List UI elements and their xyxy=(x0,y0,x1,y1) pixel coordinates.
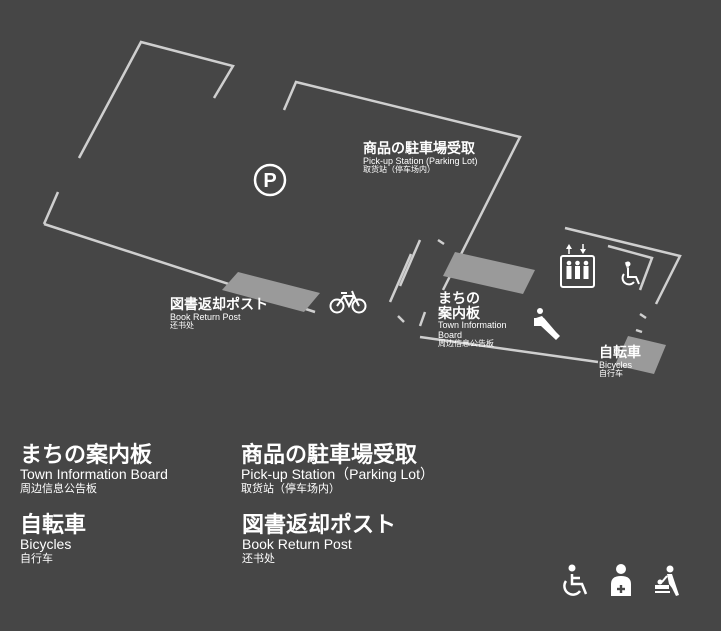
baby-changing-icon xyxy=(655,565,679,596)
nursing-room-icon xyxy=(611,564,631,596)
book-return-label-zh: 还书处 xyxy=(170,321,194,331)
svg-text:P: P xyxy=(263,170,276,192)
legend-pickup-ja: 商品の駐車場受取 xyxy=(241,443,418,468)
legend-town-board-ja: まちの案内板 xyxy=(20,443,153,468)
wheelchair-icon xyxy=(621,261,640,286)
legend-town-board-zh: 周边信息公告板 xyxy=(20,481,97,495)
book-return-label-en: Book Return Post xyxy=(170,311,241,322)
pickup-label: 商品の駐車場受取 Pick-up Station (Parking Lot) 取… xyxy=(363,142,478,175)
wall-upper-left xyxy=(77,40,235,159)
legend-bicycles-zh: 自行车 xyxy=(20,551,53,565)
wall-corridor-south xyxy=(388,253,413,303)
elevator-icon xyxy=(560,244,595,288)
wall-right-inner xyxy=(607,244,654,291)
wall-parking-north xyxy=(282,80,522,291)
wall-right-building xyxy=(564,226,682,305)
wheelchair-icon xyxy=(563,564,588,596)
town-board-label-ja1: まちの xyxy=(438,291,480,307)
pickup-label-zh: 取货站（停车场内） xyxy=(363,165,435,175)
legend-bicycles: 自転車 Bicycles 自行车 xyxy=(20,514,86,564)
bicycles-label-ja: 自転車 xyxy=(599,345,641,361)
town-board-label: まちの 案内板 Town Information Board 周边信息公告板 xyxy=(438,292,507,349)
book-return-zone xyxy=(222,272,320,312)
wall-corridor-mid xyxy=(418,311,427,327)
legend-book-return-ja: 図書返却ポスト xyxy=(242,513,397,538)
wall-right-lower xyxy=(419,335,599,364)
bicycles-label-en: Bicycles xyxy=(599,359,633,370)
town-board-label-en1: Town Information xyxy=(438,320,507,331)
bicycles-label-zh: 自行车 xyxy=(599,369,623,379)
pickup-label-en: Pick-up Station (Parking Lot) xyxy=(363,155,478,166)
legend-book-return-zh: 还书处 xyxy=(242,551,275,565)
legend-book-return: 図書返却ポスト Book Return Post 还书处 xyxy=(242,514,396,564)
legend-bicycles-en: Bicycles xyxy=(20,536,72,553)
escalator-icon xyxy=(534,308,560,340)
legend-book-return-en: Book Return Post xyxy=(242,536,352,553)
legend-town-board-en: Town Information Board xyxy=(20,466,168,483)
legend-bicycles-ja: 自転車 xyxy=(20,513,87,538)
book-return-label: 図書返却ポスト Book Return Post 还书处 xyxy=(170,298,268,331)
town-board-label-ja2: 案内板 xyxy=(438,305,480,322)
wall-parking xyxy=(42,191,60,225)
parking-icon: P xyxy=(253,163,287,197)
bicycle-zone xyxy=(615,336,666,374)
town-board-label-zh: 周边信息公告板 xyxy=(438,339,494,349)
bicycle-icon xyxy=(329,290,367,314)
legend-pickup: 商品の駐車場受取 Pick-up Station（Parking Lot） 取货… xyxy=(241,444,434,494)
legend-pickup-zh: 取货站（停车场内） xyxy=(241,481,340,495)
wall-parking-east xyxy=(398,239,422,287)
legend-pickup-en: Pick-up Station（Parking Lot） xyxy=(241,466,434,483)
legend-town-board: まちの案内板 Town Information Board 周边信息公告板 xyxy=(20,444,168,494)
town-board-label-en2: Board xyxy=(438,329,463,340)
book-return-label-ja: 図書返却ポスト xyxy=(170,297,268,313)
bicycles-label: 自転車 Bicycles 自行车 xyxy=(599,346,641,379)
pickup-zone xyxy=(443,252,535,294)
pickup-label-ja: 商品の駐車場受取 xyxy=(363,141,475,157)
